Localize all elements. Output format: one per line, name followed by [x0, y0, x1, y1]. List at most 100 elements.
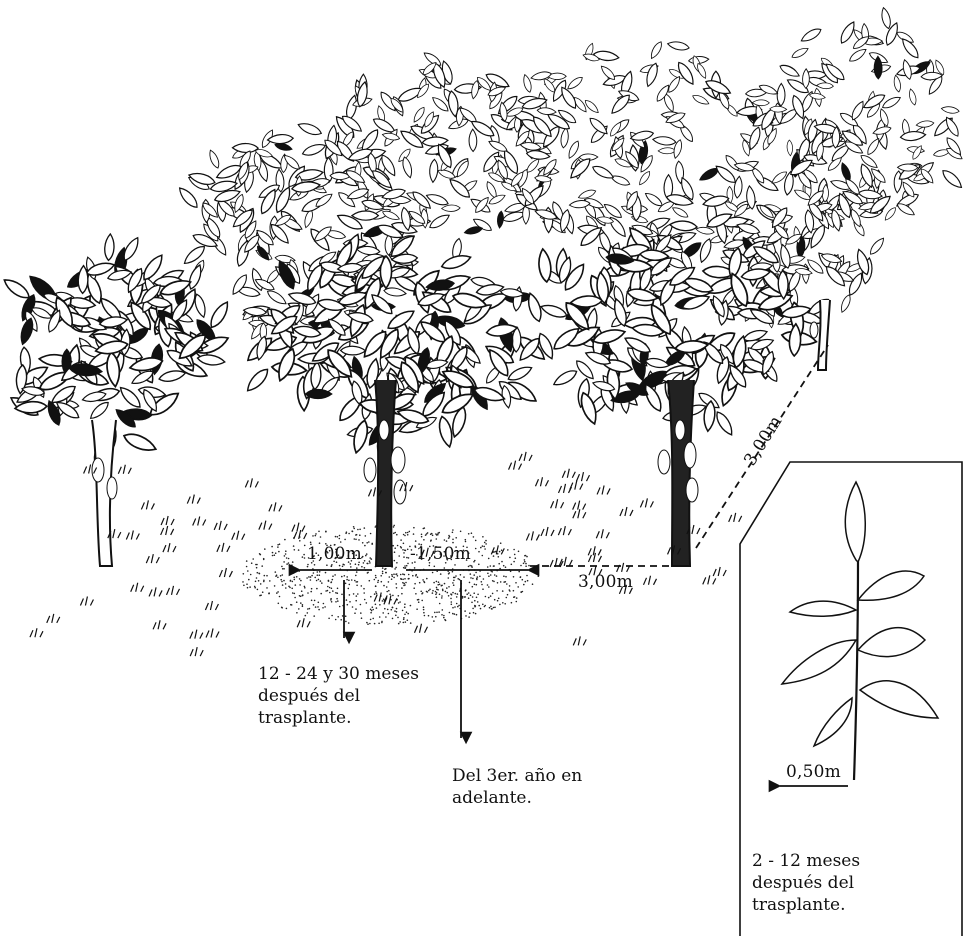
- stipple-dot: [424, 527, 426, 529]
- stipple-dot: [513, 576, 515, 578]
- stipple-dot: [398, 595, 400, 597]
- stipple-dot: [408, 578, 410, 580]
- stipple-dot: [318, 579, 320, 581]
- stipple-dot: [426, 578, 428, 580]
- grass-tuft: [570, 481, 583, 490]
- stipple-dot: [435, 594, 437, 596]
- leaf: [609, 92, 633, 116]
- stipple-dot: [372, 606, 374, 608]
- leaf: [666, 75, 682, 94]
- stipple-dot: [370, 596, 372, 598]
- stipple-dot: [302, 594, 304, 596]
- stipple-dot: [528, 565, 530, 567]
- stipple-dot: [314, 600, 316, 602]
- stipple-dot: [404, 606, 406, 608]
- stipple-dot: [501, 561, 503, 563]
- stipple-dot: [394, 560, 396, 562]
- stipple-dot: [452, 607, 454, 609]
- stipple-dot: [485, 540, 487, 542]
- stipple-dot: [264, 575, 266, 577]
- stipple-dot: [406, 557, 408, 559]
- stipple-dot: [435, 616, 437, 618]
- stipple-dot: [421, 600, 423, 602]
- grass-tuft: [205, 601, 218, 610]
- leaf: [566, 140, 581, 160]
- stipple-dot: [441, 614, 443, 616]
- stipple-dot: [339, 606, 341, 608]
- stipple-dot: [438, 581, 440, 583]
- stipple-dot: [398, 623, 400, 625]
- stipple-dot: [410, 605, 412, 607]
- stipple-dot: [398, 555, 400, 557]
- stipple-dot: [369, 623, 371, 625]
- stipple-dot: [356, 571, 358, 573]
- stipple-dot: [329, 587, 331, 589]
- leaf: [778, 63, 801, 79]
- stipple-dot: [410, 622, 412, 624]
- stipple-dot: [300, 596, 302, 598]
- stipple-dot: [441, 585, 443, 587]
- stipple-dot: [406, 611, 408, 613]
- stipple-dot: [279, 543, 281, 545]
- stipple-dot: [502, 602, 504, 604]
- stipple-dot: [407, 563, 409, 565]
- stipple-dot: [332, 579, 334, 581]
- stipple-dot: [401, 587, 403, 589]
- stipple-dot: [318, 609, 320, 611]
- stipple-dot: [402, 579, 404, 581]
- stipple-dot: [279, 596, 281, 598]
- stipple-dot: [432, 590, 434, 592]
- stipple-dot: [340, 541, 342, 543]
- stipple-dot: [468, 592, 470, 594]
- stipple-dot: [293, 577, 295, 579]
- note-stage-2: Del 3er. año en adelante.: [452, 765, 652, 809]
- stipple-dot: [400, 574, 402, 576]
- stipple-dot: [465, 541, 467, 543]
- grass-tuft: [163, 543, 176, 552]
- stipple-dot: [353, 528, 355, 530]
- stipple-dot: [292, 561, 294, 563]
- stipple-dot: [517, 586, 519, 588]
- leaf: [703, 400, 717, 431]
- stipple-dot: [414, 567, 416, 569]
- grass-tuft: [576, 472, 589, 481]
- grass-tuft: [245, 478, 258, 487]
- stipple-dot: [403, 619, 405, 621]
- grass-tuft: [573, 509, 586, 518]
- stipple-dot: [361, 585, 363, 587]
- stipple-dot: [302, 604, 304, 606]
- grass-tuft: [131, 583, 144, 592]
- stipple-dot: [348, 580, 350, 582]
- note-seedling-line-2: después del: [752, 872, 952, 894]
- grass-tuft: [551, 499, 564, 508]
- stipple-dot: [482, 604, 484, 606]
- stipple-dot: [446, 540, 448, 542]
- stipple-dot: [480, 608, 482, 610]
- stipple-dot: [474, 605, 476, 607]
- stipple-dot: [347, 604, 349, 606]
- stipple-dot: [481, 581, 483, 583]
- stipple-dot: [281, 581, 283, 583]
- leaf: [560, 127, 570, 148]
- stipple-dot: [482, 545, 484, 547]
- stipple-dot: [344, 539, 346, 541]
- stipple-dot: [471, 532, 473, 534]
- stipple-dot: [490, 565, 492, 567]
- stipple-dot: [483, 546, 485, 548]
- stipple-dot: [386, 586, 388, 588]
- stipple-dot: [506, 583, 508, 585]
- leaf: [839, 294, 852, 314]
- stipple-dot: [391, 609, 393, 611]
- stipple-dot: [478, 551, 480, 553]
- stipple-dot: [349, 601, 351, 603]
- stipple-dot: [456, 603, 458, 605]
- stipple-dot: [405, 567, 407, 569]
- leaf: [352, 211, 379, 220]
- stipple-dot: [375, 591, 377, 593]
- stipple-dot: [474, 584, 476, 586]
- stipple-dot: [316, 580, 318, 582]
- stipple-dot: [477, 576, 479, 578]
- stipple-dot: [370, 619, 372, 621]
- stipple-dot: [501, 549, 503, 551]
- stipple-dot: [266, 575, 268, 577]
